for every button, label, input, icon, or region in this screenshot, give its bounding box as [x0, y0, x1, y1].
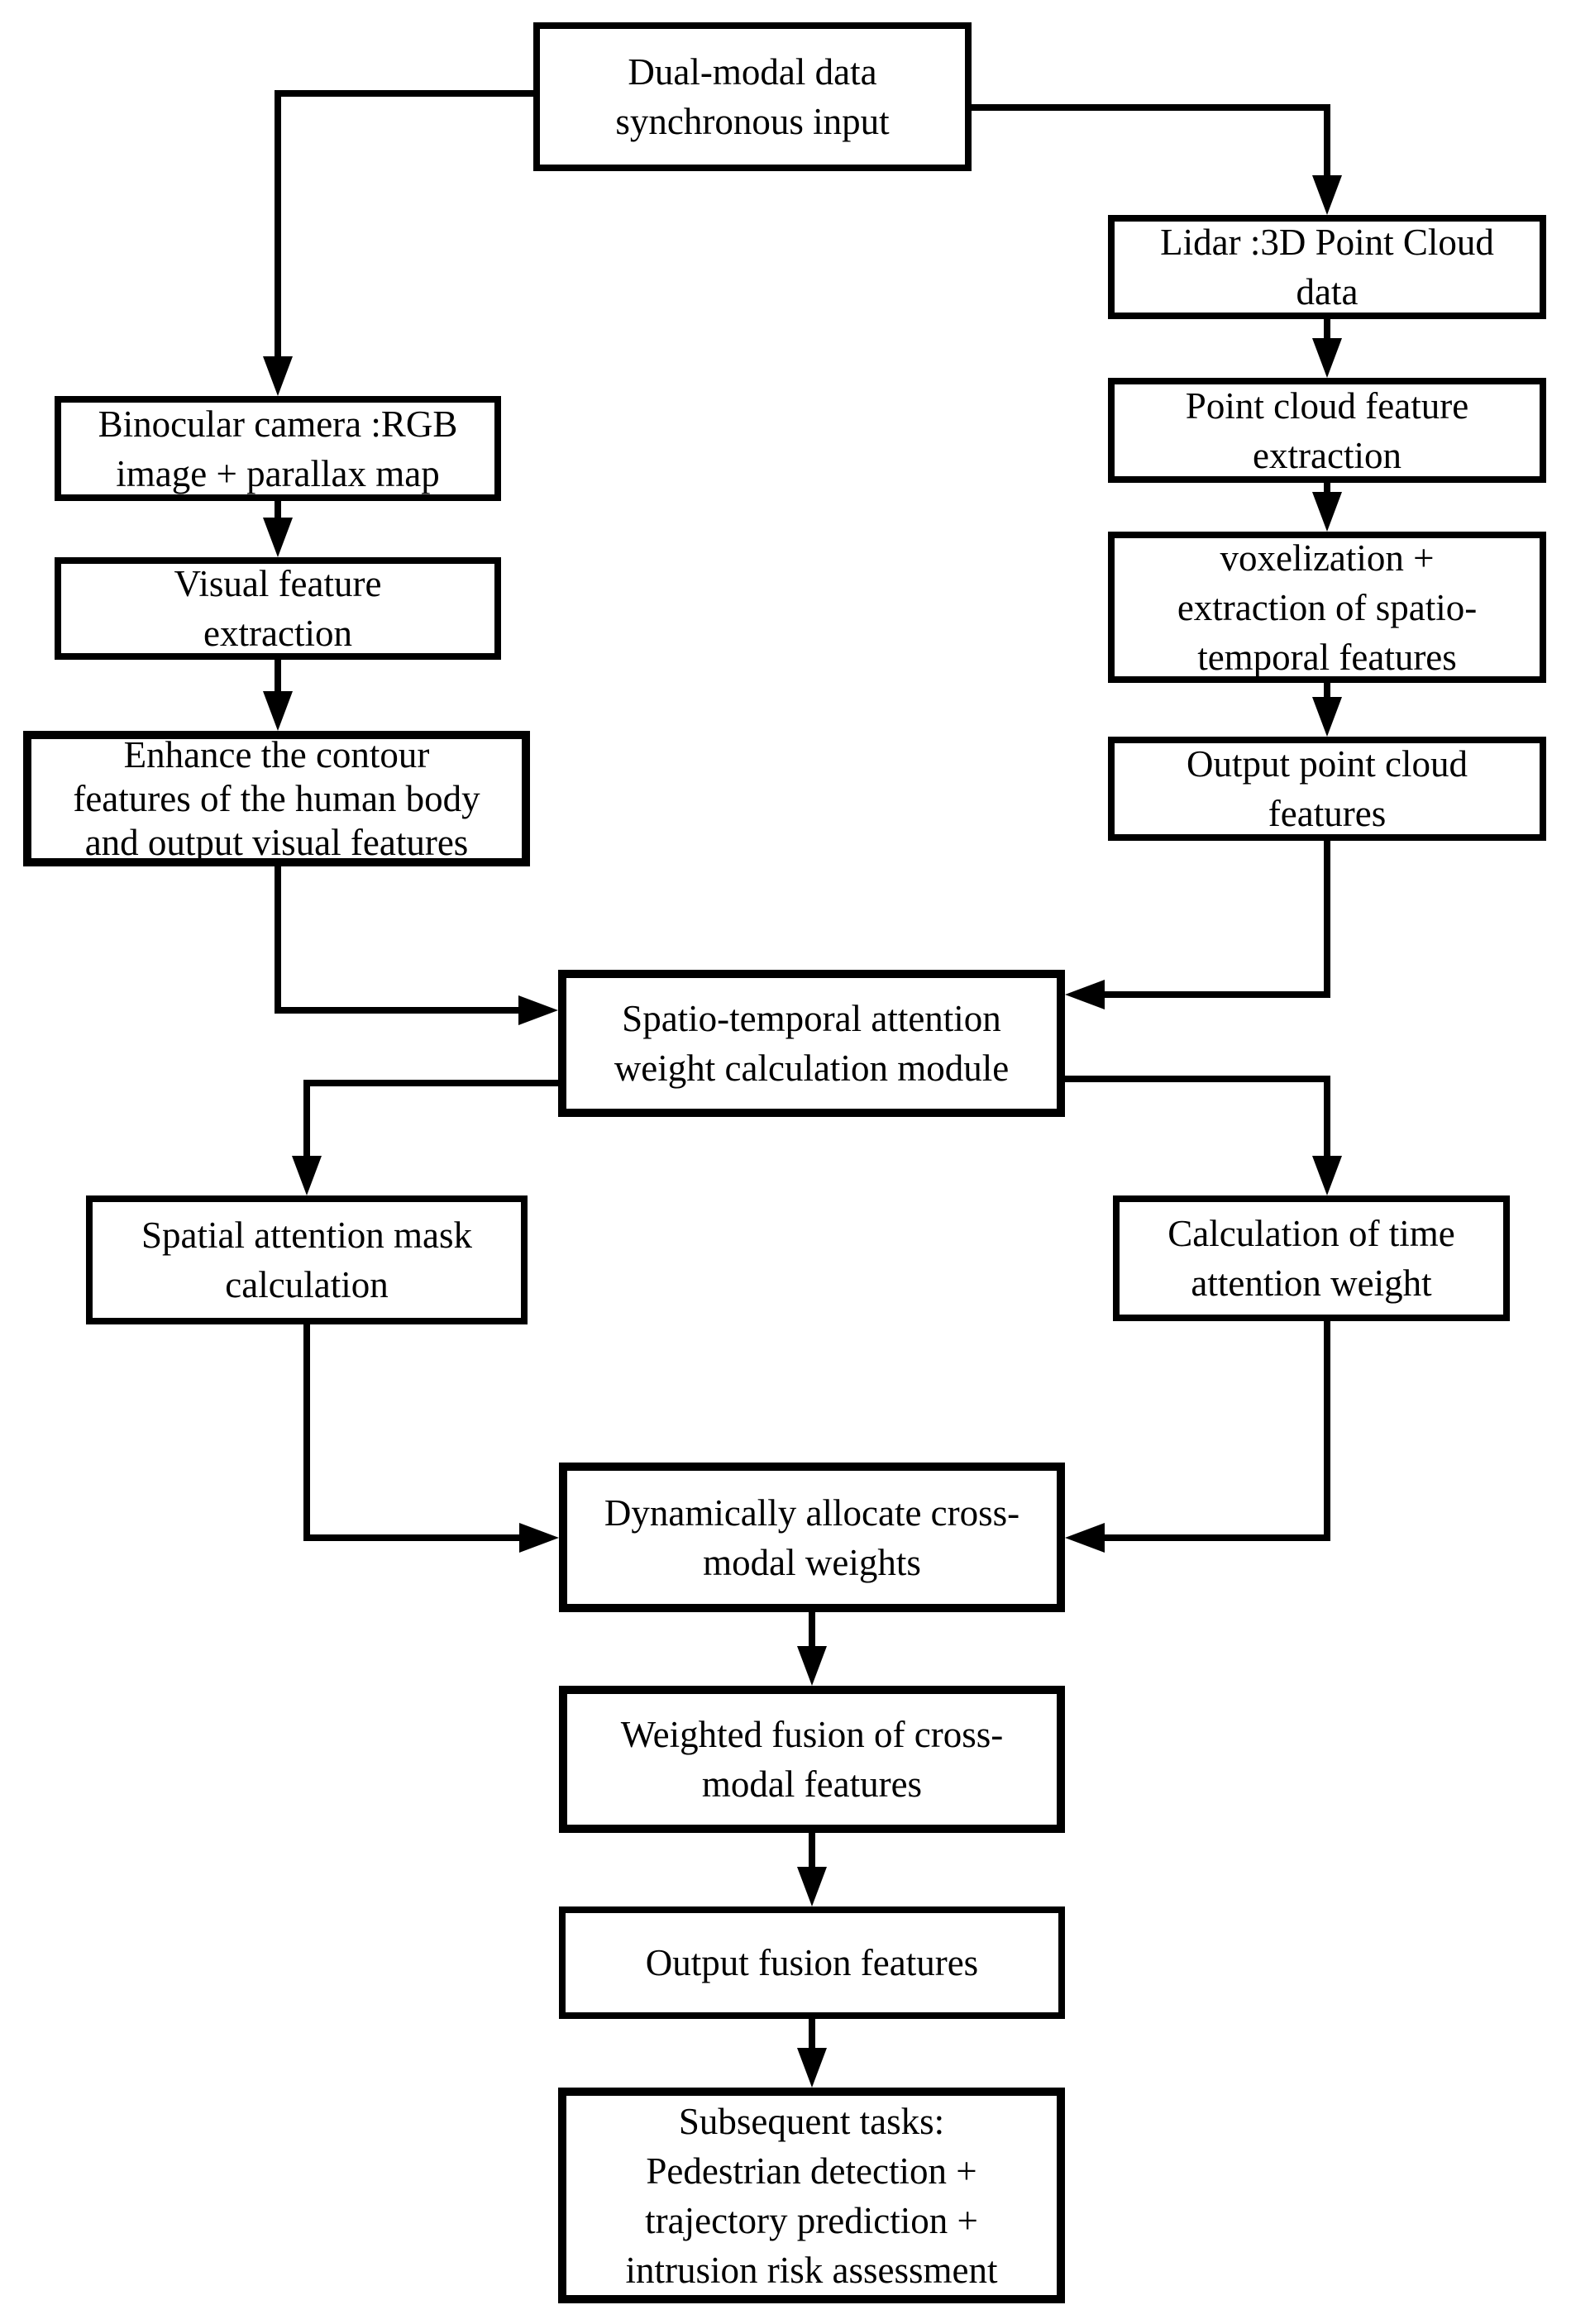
node-text-line: features [1268, 793, 1387, 834]
arrowhead-down-icon [1312, 338, 1342, 378]
edge-time-weight-to-dynamic-weights [1065, 1318, 1330, 1553]
node-text-line: Dynamically allocate cross- [604, 1491, 1020, 1534]
node-text-line: image + parallax map [116, 452, 440, 494]
edge-line [1103, 837, 1330, 998]
node-spatial-attention-mask: Spatial attention mask calculation [86, 1195, 528, 1324]
edge-output-point-cloud-to-attention-module [1065, 837, 1330, 1009]
node-text-line: Spatial attention mask [141, 1214, 472, 1256]
arrowhead-down-icon [797, 1646, 827, 1686]
arrowhead-down-icon [797, 2048, 827, 2088]
node-text-line: extraction [1253, 434, 1401, 476]
node-text-line: Visual feature [174, 563, 382, 604]
node-text-line: Calculation of time [1168, 1213, 1455, 1254]
node-voxelization: voxelization + extraction of spatio- tem… [1108, 532, 1546, 683]
arrowhead-down-icon [1312, 492, 1342, 532]
edge-line [303, 1080, 561, 1156]
node-text-line: extraction [203, 613, 352, 654]
arrowhead-down-icon [797, 1867, 827, 1906]
edge-weighted-fusion-to-output-fusion [797, 1830, 827, 1906]
node-weighted-fusion: Weighted fusion of cross- modal features [559, 1686, 1065, 1833]
node-text-line: features of the human body [73, 777, 480, 819]
edge-line [275, 863, 520, 1014]
node-text-line: Point cloud feature [1185, 384, 1469, 427]
edge-attention-module-to-spatial-mask [292, 1080, 561, 1195]
edge-line [275, 90, 537, 356]
node-text-line: weight calculation module [614, 1047, 1010, 1089]
arrowhead-down-icon [1312, 697, 1342, 737]
edge-spatial-mask-to-dynamic-weights [303, 1321, 559, 1553]
node-text-line: modal weights [703, 1541, 921, 1583]
node-output-fusion-features: Output fusion features [559, 1906, 1065, 2019]
edge-dual-modal-to-lidar [968, 104, 1342, 215]
node-text-line: modal features [701, 1763, 923, 1805]
node-text-line: Weighted fusion of cross- [620, 1714, 1004, 1755]
node-text-line: Output point cloud [1187, 743, 1468, 785]
edge-line [1062, 1076, 1330, 1156]
node-text-line: voxelization + [1220, 537, 1435, 579]
edge-line [1103, 1318, 1330, 1541]
node-text-line: Lidar :3D Point Cloud [1160, 222, 1494, 263]
node-text-line: extraction of spatio- [1177, 586, 1478, 628]
node-binocular-camera: Binocular camera :RGB image + parallax m… [55, 396, 501, 501]
edge-enhance-contour-to-attention-module [275, 863, 558, 1025]
node-text-line: intrusion risk assessment [625, 2249, 998, 2291]
edge-voxelization-to-output-point-cloud [1312, 680, 1342, 737]
arrowhead-down-icon [292, 1156, 322, 1195]
node-text-line: and output visual features [84, 821, 469, 863]
node-text-line: Binocular camera :RGB [98, 403, 458, 445]
node-text-line: calculation [225, 1264, 389, 1305]
node-visual-feature-extraction: Visual feature extraction [55, 557, 501, 660]
node-text-line: trajectory prediction + [645, 2199, 978, 2241]
node-time-attention-weight: Calculation of time attention weight [1113, 1195, 1510, 1321]
edge-attention-module-to-time-weight [1062, 1076, 1342, 1195]
edge-line [303, 1321, 521, 1541]
node-dynamic-cross-modal-weights: Dynamically allocate cross- modal weight… [559, 1463, 1065, 1612]
arrowhead-right-icon [519, 1523, 559, 1553]
edge-line [968, 104, 1330, 175]
arrowhead-down-icon [263, 518, 293, 557]
node-dual-modal-input: Dual-modal data synchronous input [533, 22, 972, 171]
edge-binocular-to-visual-feature [263, 498, 293, 557]
node-enhance-contour: Enhance the contour features of the huma… [23, 731, 530, 866]
node-text-line: Dual-modal data [628, 51, 877, 93]
node-subsequent-tasks: Subsequent tasks: Pedestrian detection +… [558, 2088, 1065, 2303]
node-text-line: Spatio-temporal attention [622, 998, 1001, 1039]
edge-dynamic-weights-to-weighted-fusion [797, 1609, 827, 1686]
node-text-line: temporal features [1197, 636, 1457, 678]
edge-dual-modal-to-binocular [263, 90, 537, 396]
arrowhead-left-icon [1065, 980, 1105, 1009]
node-output-point-cloud-features: Output point cloud features [1108, 737, 1546, 841]
arrowhead-down-icon [263, 356, 293, 396]
node-attention-weight-module: Spatio-temporal attention weight calcula… [558, 970, 1065, 1117]
arrowhead-down-icon [1312, 1156, 1342, 1195]
edge-visual-feature-to-enhance-contour [263, 656, 293, 731]
node-text-line: attention weight [1191, 1262, 1432, 1304]
node-point-cloud-feature-extraction: Point cloud feature extraction [1108, 378, 1546, 483]
node-text-line: data [1296, 271, 1359, 313]
node-text-line: Enhance the contour [123, 733, 430, 775]
node-text-line: synchronous input [615, 101, 890, 142]
arrowhead-down-icon [1312, 175, 1342, 215]
node-text-line: Output fusion features [645, 1942, 979, 1983]
node-text-line: Pedestrian detection + [646, 2150, 977, 2192]
edge-point-cloud-feature-to-voxelization [1312, 480, 1342, 532]
node-lidar-point-cloud: Lidar :3D Point Cloud data [1108, 215, 1546, 319]
edge-output-fusion-to-subsequent-tasks [797, 2016, 827, 2088]
node-text-line: Subsequent tasks: [678, 2100, 945, 2142]
edge-lidar-to-point-cloud-feature [1312, 316, 1342, 378]
arrowhead-right-icon [518, 995, 558, 1025]
arrowhead-down-icon [263, 691, 293, 731]
arrowhead-left-icon [1065, 1523, 1105, 1553]
